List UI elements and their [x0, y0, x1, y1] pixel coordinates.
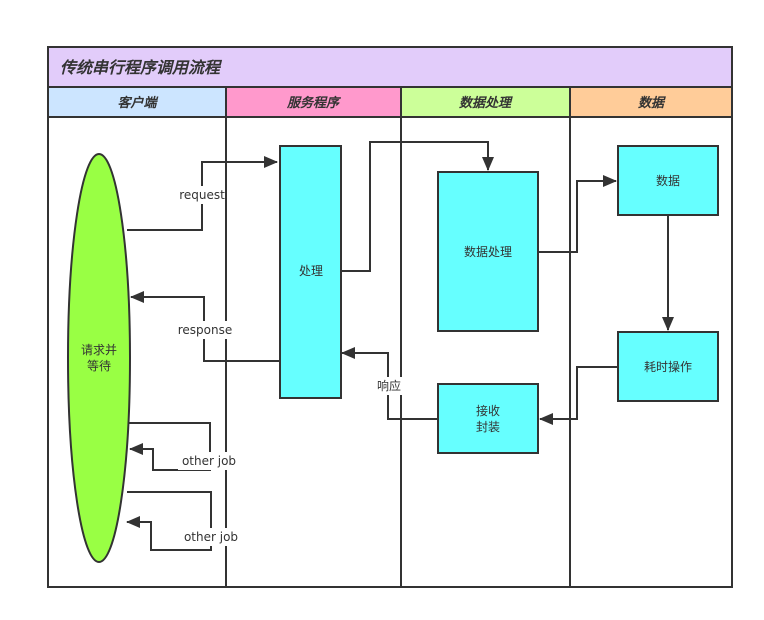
lane-label-process: 数据处理 [459, 95, 513, 111]
edge-label-bg [374, 377, 404, 395]
edge-label-bg [180, 528, 242, 546]
data-processing-node [437, 171, 539, 332]
client-request-wait-node [67, 153, 131, 563]
slow-operation-node-label: 耗时操作 [644, 359, 692, 374]
data-node-label: 数据 [656, 173, 680, 188]
lane-header-client [47, 86, 227, 118]
handle-node [279, 145, 342, 399]
diagram-title: 传统串行程序调用流程 [60, 58, 223, 77]
lane-label-client: 客户端 [117, 95, 158, 111]
edge-label-response-cn: 响应 [377, 378, 401, 393]
lane-header-data [569, 86, 733, 118]
edge-other-job-2 [126, 491, 212, 551]
client-node-label-line2: 等待 [87, 359, 111, 373]
edge-label-other-job-1: other job [182, 454, 236, 468]
lane-header-service [225, 86, 402, 118]
data-processing-node-label: 数据处理 [464, 244, 512, 259]
edge-slowop-to-receive [539, 366, 618, 425]
title-bar [47, 46, 733, 88]
pool-frame [47, 46, 733, 588]
client-node-label-line1: 请求并 [81, 343, 117, 357]
edge-label-bg [179, 186, 225, 204]
handle-node-label: 处理 [299, 264, 323, 278]
edge-label-response: response [178, 323, 233, 337]
edge-dataproc-to-data [539, 175, 617, 253]
edge-handle-to-dataproc [341, 141, 494, 272]
edge-label-bg [175, 321, 235, 339]
edge-label-other-job-2: other job [184, 530, 238, 544]
receive-package-node [437, 383, 539, 454]
edge-label-request: request [179, 188, 225, 202]
data-node [617, 145, 719, 216]
lane-label-service: 服务程序 [286, 95, 342, 111]
edge-label-bg [178, 452, 240, 470]
receive-node-label-line2: 封装 [476, 420, 500, 434]
lane-label-data: 数据 [638, 95, 666, 111]
slow-operation-node [617, 331, 719, 402]
receive-node-label-line1: 接收 [476, 403, 500, 418]
